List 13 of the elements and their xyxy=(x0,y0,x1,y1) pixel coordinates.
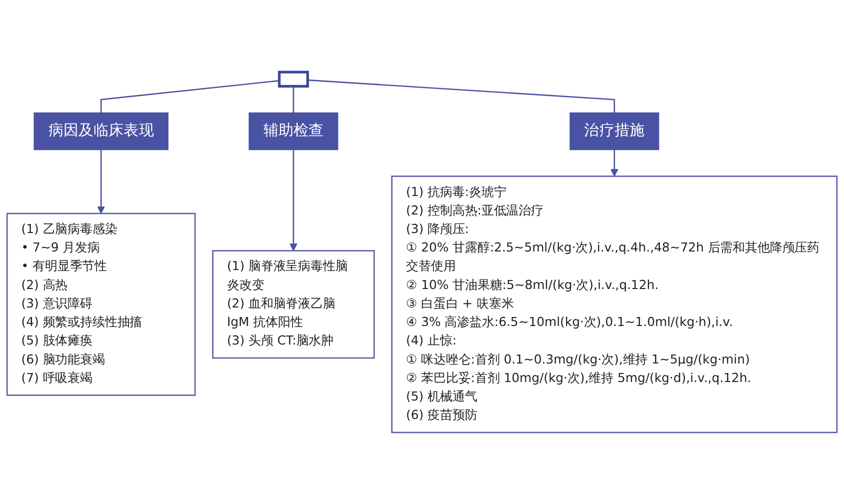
node-box xyxy=(278,70,309,88)
node-box: (1) 抗病毒:炎琥宁 (2) 控制高热:亚低温治疗 (3) 降颅压: ① 20% 甘露醇:2.5~5ml/(kg·次),i.v.,q.4h.,48~72h 后需和其他降颅压药交替使用 ② 10% 甘油果糖:5~8ml/(kg·次),i.v.,q.12h. ③ 白蛋白 + 呋塞米 ④ 3% 高渗盐水:6.5~10ml(kg·次),0.1~1.0ml/(kg·h),i.v. (4) 止惊: ① 咪达唑仑:首剂 0.1~0.3mg/(kg·次),维持 1~5μg/(kg·min) ② 苯巴比妥:首剂 10mg/(kg·次),维持 5mg/(kg·d),i.v.,q.12h. (5) 机械通气 (6) 疫苗预防 xyxy=(391,175,838,433)
node-box: 病因及临床表现 xyxy=(34,112,168,150)
node-box: 辅助检查 xyxy=(248,112,338,150)
node-box: 治疗措施 xyxy=(570,112,660,150)
arrow xyxy=(610,149,618,176)
arrow xyxy=(290,149,298,251)
node-box: (1) 乙脑病毒感染 • 7~9 月发病 • 有明显季节性 (2) 高热 (3) 意识障碍 (4) 频繁或持续性抽搐 (5) 肢体瘫痪 (6) 脑功能衰竭 (7) 呼吸衰竭 xyxy=(6,212,196,396)
arrow xyxy=(97,149,105,214)
node-box: (1) 脑脊液呈病毒性脑炎改变 (2) 血和脑脊液乙脑 IgM 抗体阳性 (3) 头颅 CT:脑水肿 xyxy=(212,250,375,358)
connector xyxy=(308,79,616,113)
connector xyxy=(292,86,294,113)
connector xyxy=(100,80,280,113)
